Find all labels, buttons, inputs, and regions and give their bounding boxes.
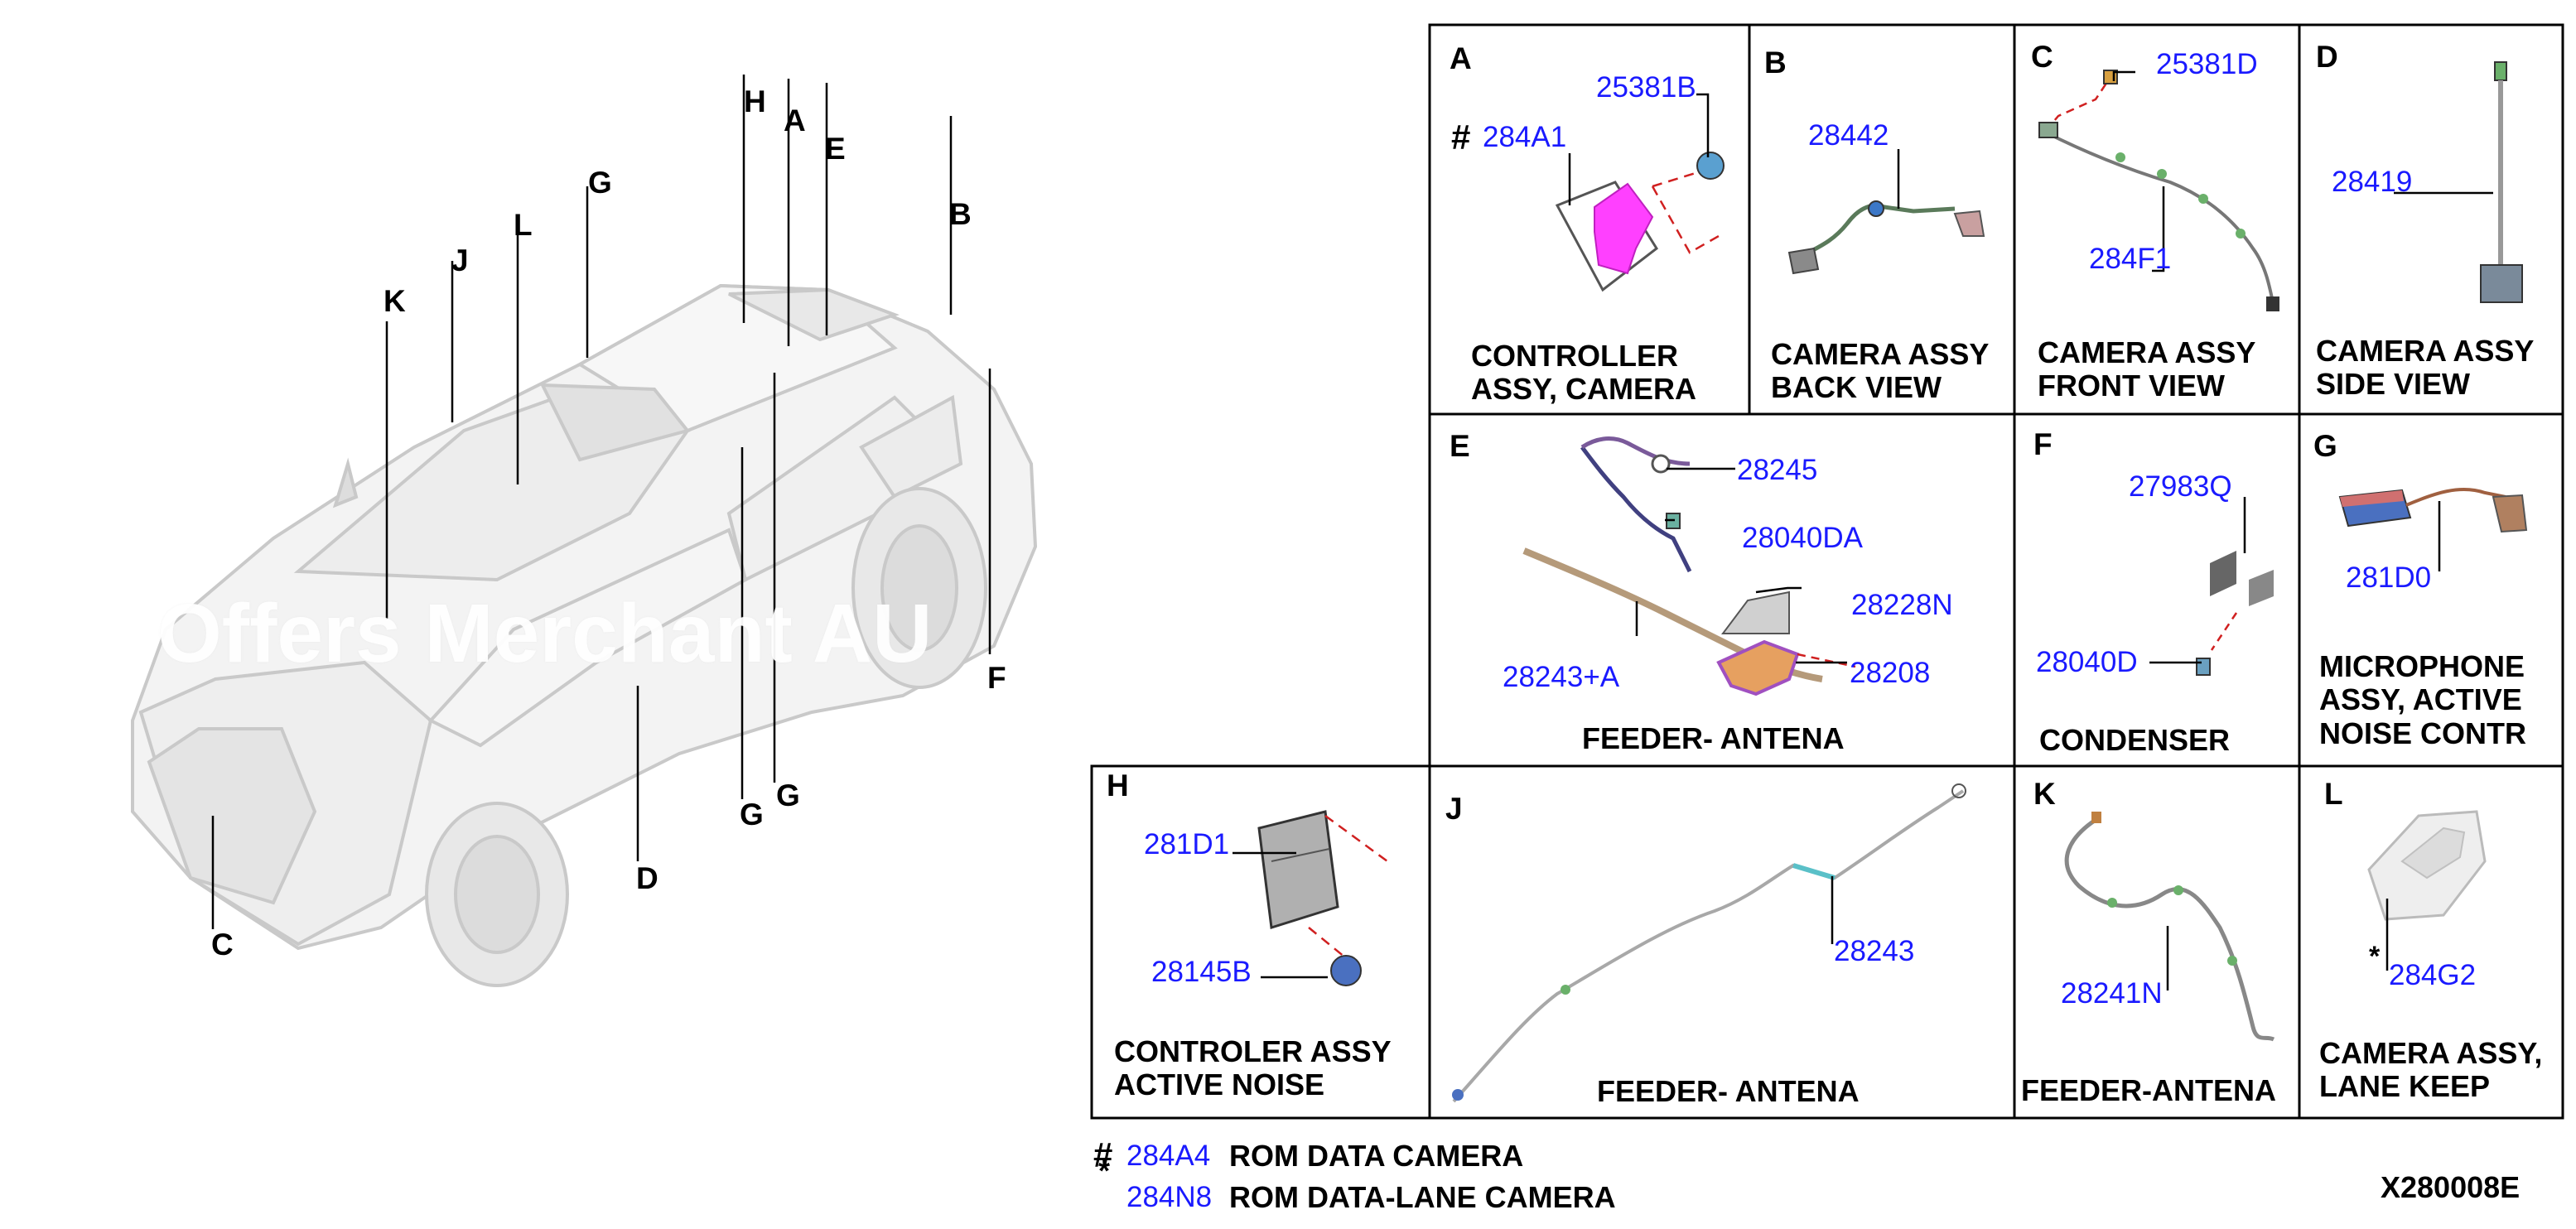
vehicle-illustration xyxy=(131,283,1038,987)
panel-g-caption: MICROPHONE ASSY, ACTIVE NOISE CONTR xyxy=(2319,649,2527,750)
panel-h-caption: CONTROLER ASSY ACTIVE NOISE xyxy=(1114,1034,1392,1102)
panel-j-artwork xyxy=(1452,783,1966,1103)
panel-e-artwork xyxy=(1522,436,1856,696)
part-25381d: 25381D xyxy=(2156,48,2258,80)
panel-leader-lines xyxy=(1233,70,2493,990)
vehicle-callout-c: C xyxy=(211,928,234,962)
vehicle-leader-lines xyxy=(211,75,991,929)
panel-f-artwork xyxy=(2196,551,2274,676)
part-28442: 28442 xyxy=(1808,119,1889,152)
panel-e-letter: E xyxy=(1450,429,1470,463)
part-284g2: 284G2 xyxy=(2389,959,2477,991)
panel-k-letter: K xyxy=(2033,777,2056,811)
vehicle-callout-g-right: G xyxy=(776,778,800,812)
panel-e-caption: FEEDER- ANTENA xyxy=(1582,721,1845,755)
vehicle-callout-k: K xyxy=(384,284,406,318)
footnote-part-284a4: 284A4 xyxy=(1126,1140,1211,1172)
part-281d0: 281D0 xyxy=(2346,561,2432,594)
vehicle-callout-e: E xyxy=(825,132,846,166)
panel-d-artwork xyxy=(2480,61,2523,303)
vehicle-callout-a: A xyxy=(784,104,806,137)
panel-c-letter: C xyxy=(2031,40,2053,74)
panel-grid xyxy=(1090,23,2564,1120)
vehicle-callout-d: D xyxy=(636,861,658,895)
part-284f1: 284F1 xyxy=(2089,243,2172,275)
panel-h-letter: H xyxy=(1107,769,1129,802)
panel-b-letter: B xyxy=(1764,46,1787,80)
diagram-code: X280008E xyxy=(2381,1170,2521,1204)
panel-j-caption: FEEDER- ANTENA xyxy=(1597,1074,1860,1108)
vehicle-callout-l: L xyxy=(514,208,533,242)
panel-b-artwork xyxy=(1787,200,1985,275)
vehicle-callout-g-mid: G xyxy=(740,798,764,831)
panel-f-letter: F xyxy=(2033,427,2053,461)
footnote-rom-data-camera: ROM DATA CAMERA xyxy=(1229,1139,1524,1173)
footnote-rom-data-lane-camera: ROM DATA-LANE CAMERA xyxy=(1229,1180,1616,1214)
panel-d-caption: CAMERA ASSY SIDE VIEW xyxy=(2316,334,2535,402)
part-28145b: 28145B xyxy=(1151,956,1252,988)
panel-a-hash-marker: # xyxy=(1451,118,1471,157)
panel-a-letter: A xyxy=(1450,41,1472,75)
part-28208: 28208 xyxy=(1850,657,1931,689)
panel-g-letter: G xyxy=(2313,429,2337,463)
panel-b-caption: CAMERA ASSY BACK VIEW xyxy=(1771,337,1990,405)
part-28040da: 28040DA xyxy=(1742,522,1863,554)
panel-k-caption: FEEDER-ANTENA xyxy=(2021,1073,2277,1107)
panel-f-caption: CONDENSER xyxy=(2039,723,2231,757)
panel-c-caption: CAMERA ASSY FRONT VIEW xyxy=(2038,335,2256,403)
panel-a-caption: CONTROLLER ASSY, CAMERA xyxy=(1471,339,1697,407)
part-28228n: 28228N xyxy=(1851,589,1953,621)
part-28243-a: 28243+A xyxy=(1503,661,1620,693)
vehicle-callout-h: H xyxy=(744,84,766,118)
part-28241n: 28241N xyxy=(2061,977,2163,1010)
watermark: Offers Merchant AU xyxy=(157,587,933,680)
part-28419: 28419 xyxy=(2332,166,2413,198)
part-28245: 28245 xyxy=(1737,454,1818,486)
panel-j-letter: J xyxy=(1445,792,1463,826)
panel-l-letter: L xyxy=(2324,777,2343,811)
vehicle-callout-j: J xyxy=(451,243,469,277)
footnote-hash-symbol: # xyxy=(1093,1135,1113,1174)
vehicle-callout-f: F xyxy=(987,661,1006,695)
footnote-part-284n8: 284N8 xyxy=(1126,1181,1213,1213)
part-281d1: 281D1 xyxy=(1144,828,1230,860)
part-27983q: 27983Q xyxy=(2129,470,2232,503)
part-28040d: 28040D xyxy=(2036,646,2138,678)
vehicle-callout-b: B xyxy=(949,197,972,231)
panel-g-artwork xyxy=(2338,487,2528,533)
part-28243: 28243 xyxy=(1834,935,1915,967)
panel-l-artwork xyxy=(2367,810,2487,921)
footnote-asterisk-symbol: * xyxy=(1098,1154,1111,1188)
panel-c-artwork xyxy=(2038,70,2279,311)
panel-k-artwork xyxy=(2064,812,2275,1042)
panel-a-artwork xyxy=(1555,152,1725,292)
part-25381b: 25381B xyxy=(1596,71,1696,104)
vehicle-callout-g-top: G xyxy=(588,166,612,200)
panel-l-caption: CAMERA ASSY, LANE KEEP xyxy=(2319,1036,2543,1104)
panel-h-artwork xyxy=(1257,810,1388,986)
part-284a1: 284A1 xyxy=(1483,121,1567,153)
panel-l-asterisk-marker: * xyxy=(2369,941,2381,972)
panel-d-letter: D xyxy=(2316,40,2338,74)
